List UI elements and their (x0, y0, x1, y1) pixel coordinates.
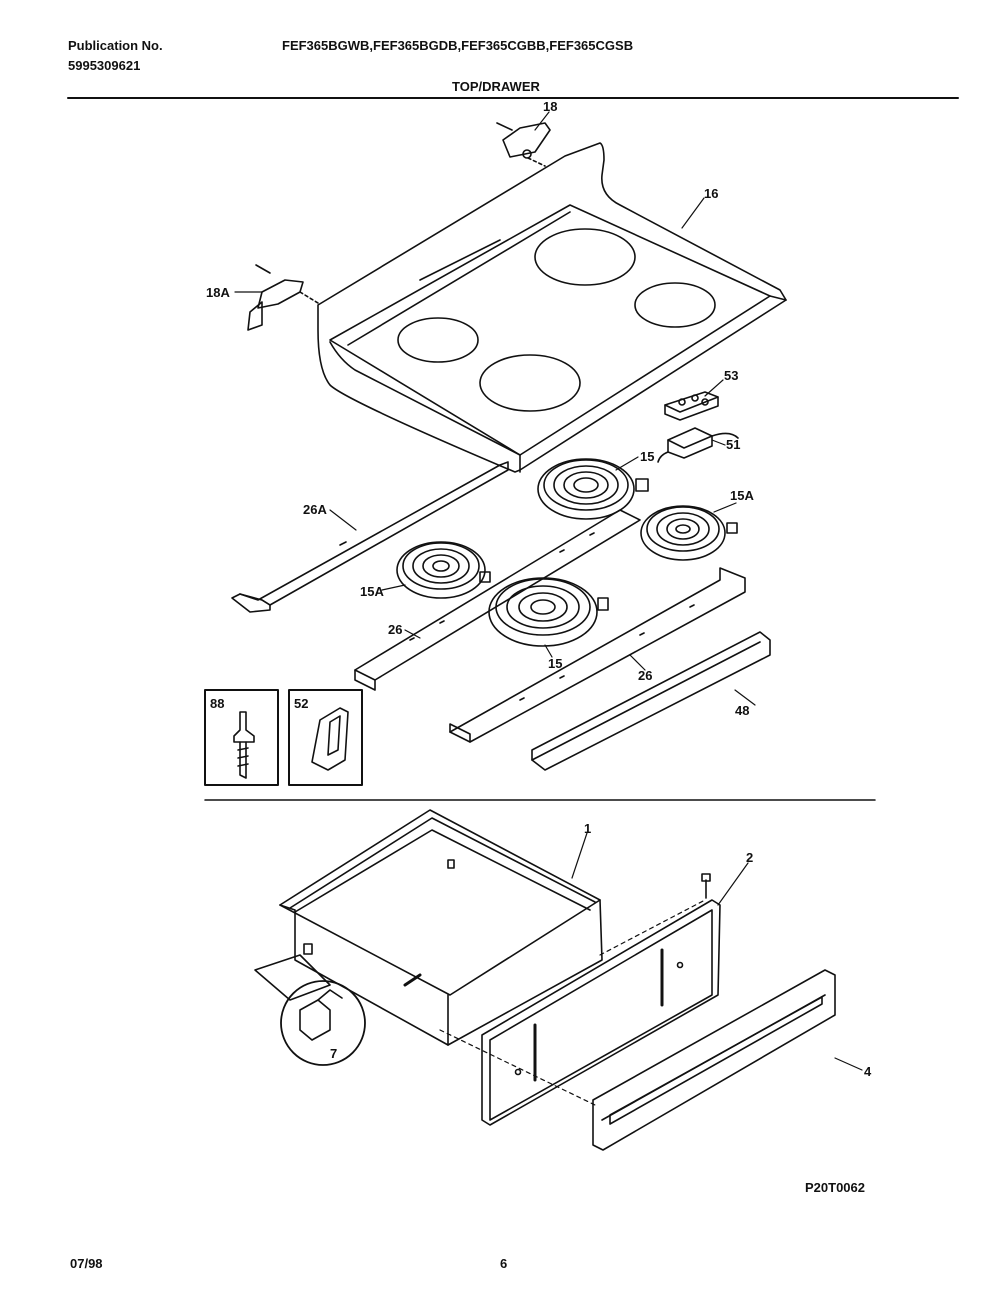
callout-16: 16 (704, 186, 718, 201)
support-rail-26-left (354, 509, 641, 691)
element-15a-left (396, 541, 491, 599)
callout-15a-right: 15A (730, 488, 754, 503)
inset-label-52: 52 (294, 696, 308, 711)
hinge-bracket-18 (496, 122, 551, 167)
callout-7: 7 (330, 1046, 337, 1061)
callout-15-top: 15 (640, 449, 654, 464)
callout-26-left: 26 (388, 622, 402, 637)
rear-support-26a (231, 461, 509, 613)
callout-1: 1 (584, 821, 591, 836)
hinge-bracket-18a (247, 264, 319, 331)
callout-48: 48 (735, 703, 749, 718)
cooktop-top (317, 142, 787, 473)
drawer-body (279, 809, 603, 1046)
drawer-glide-7 (254, 954, 366, 1066)
callout-4: 4 (864, 1064, 872, 1079)
support-rail-26-right (449, 567, 746, 743)
inset-box-52 (288, 689, 363, 786)
callout-26a: 26A (303, 502, 327, 517)
callout-18: 18 (543, 99, 557, 114)
footer-date: 07/98 (70, 1256, 103, 1271)
drawer-panel-2 (481, 873, 721, 1126)
callout-51: 51 (726, 437, 740, 452)
publication-label: Publication No. (68, 38, 163, 53)
receptacle-51 (657, 427, 739, 463)
drawer-front-4 (592, 969, 836, 1151)
model-numbers: FEF365BGWB,FEF365BGDB,FEF365CGBB,FEF365C… (282, 38, 634, 53)
element-15-bottom (488, 577, 609, 647)
publication-number: 5995309621 (68, 58, 141, 73)
inset-label-88: 88 (210, 696, 224, 711)
receptacle-53 (664, 391, 719, 421)
callout-53: 53 (724, 368, 738, 383)
callout-18a: 18A (206, 285, 230, 300)
element-15-top (537, 458, 649, 520)
callout-15a-left: 15A (360, 584, 384, 599)
section-title: TOP/DRAWER (452, 79, 540, 94)
element-15a-right (640, 505, 738, 561)
trim-48 (531, 631, 771, 771)
callout-26-right: 26 (638, 668, 652, 683)
page-number: 6 (500, 1256, 508, 1271)
callout-15-bottom: 15 (548, 656, 562, 671)
callout-2: 2 (746, 850, 753, 865)
inset-box-88 (204, 689, 279, 786)
drawing-code: P20T0062 (805, 1180, 865, 1195)
